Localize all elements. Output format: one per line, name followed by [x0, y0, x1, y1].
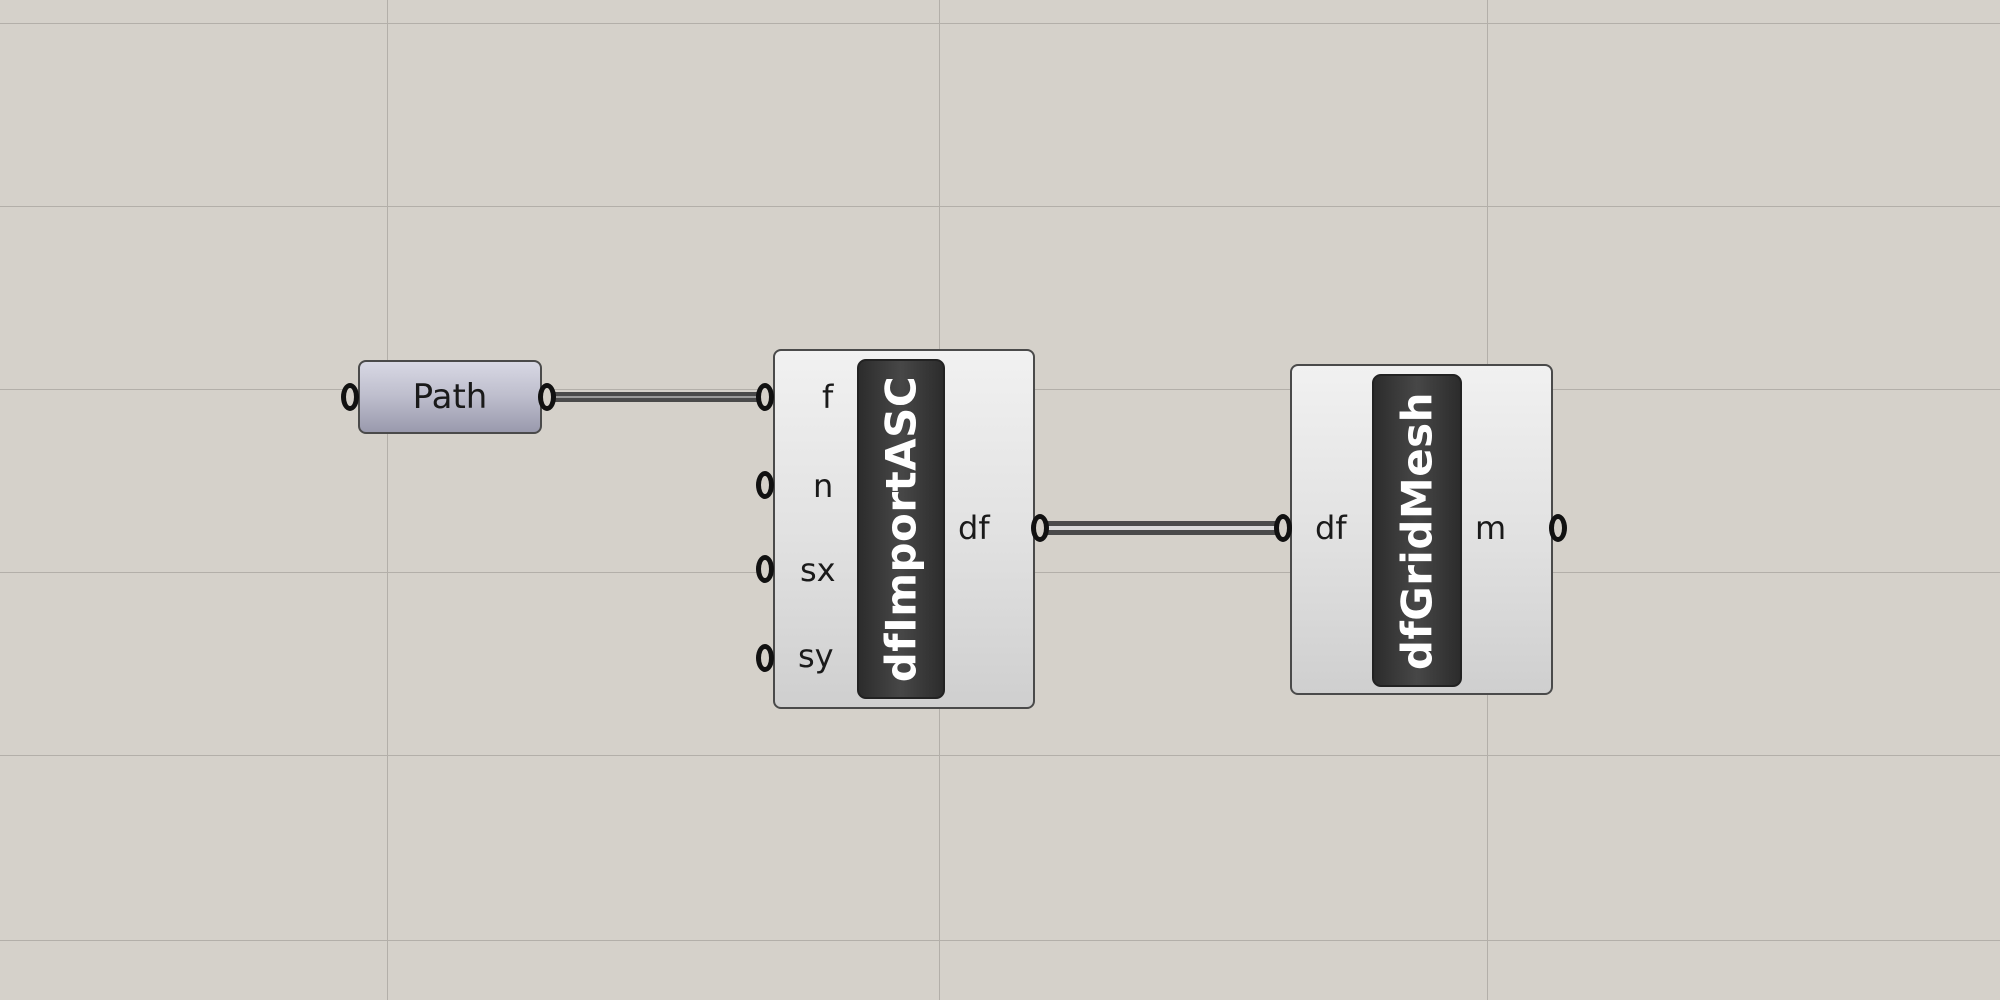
grid-line	[0, 755, 2000, 756]
path-parameter[interactable]: Path	[358, 360, 542, 434]
grid-line	[0, 940, 2000, 941]
input-label-df: df	[1315, 509, 1347, 547]
input-grip-f[interactable]	[756, 383, 774, 411]
df-grid-mesh-component[interactable]: dfGridMesh	[1290, 364, 1553, 695]
input-label-f: f	[822, 378, 834, 416]
df-import-asc-name: dfImportASC	[876, 375, 926, 683]
input-grip-sy[interactable]	[756, 644, 774, 672]
df-grid-mesh-name: dfGridMesh	[1392, 391, 1442, 670]
input-grip-sx[interactable]	[756, 555, 774, 583]
grid-line	[0, 23, 2000, 24]
df-grid-mesh-name-bar[interactable]: dfGridMesh	[1372, 374, 1462, 687]
output-grip-df[interactable]	[1031, 514, 1049, 542]
input-label-n: n	[813, 467, 834, 505]
df-import-asc-name-bar[interactable]: dfImportASC	[857, 359, 945, 699]
output-label-m: m	[1475, 509, 1507, 547]
path-input-grip[interactable]	[341, 383, 359, 411]
path-parameter-label: Path	[412, 377, 488, 417]
grid-line	[0, 206, 2000, 207]
df-import-asc-component[interactable]: dfImportASC	[773, 349, 1035, 709]
input-label-sx: sx	[800, 551, 836, 589]
input-grip-df[interactable]	[1274, 514, 1292, 542]
path-output-grip[interactable]	[538, 383, 556, 411]
input-grip-n[interactable]	[756, 471, 774, 499]
output-label-df: df	[958, 509, 990, 547]
output-grip-m[interactable]	[1549, 514, 1567, 542]
input-label-sy: sy	[798, 637, 834, 675]
grid-line	[387, 0, 388, 1000]
